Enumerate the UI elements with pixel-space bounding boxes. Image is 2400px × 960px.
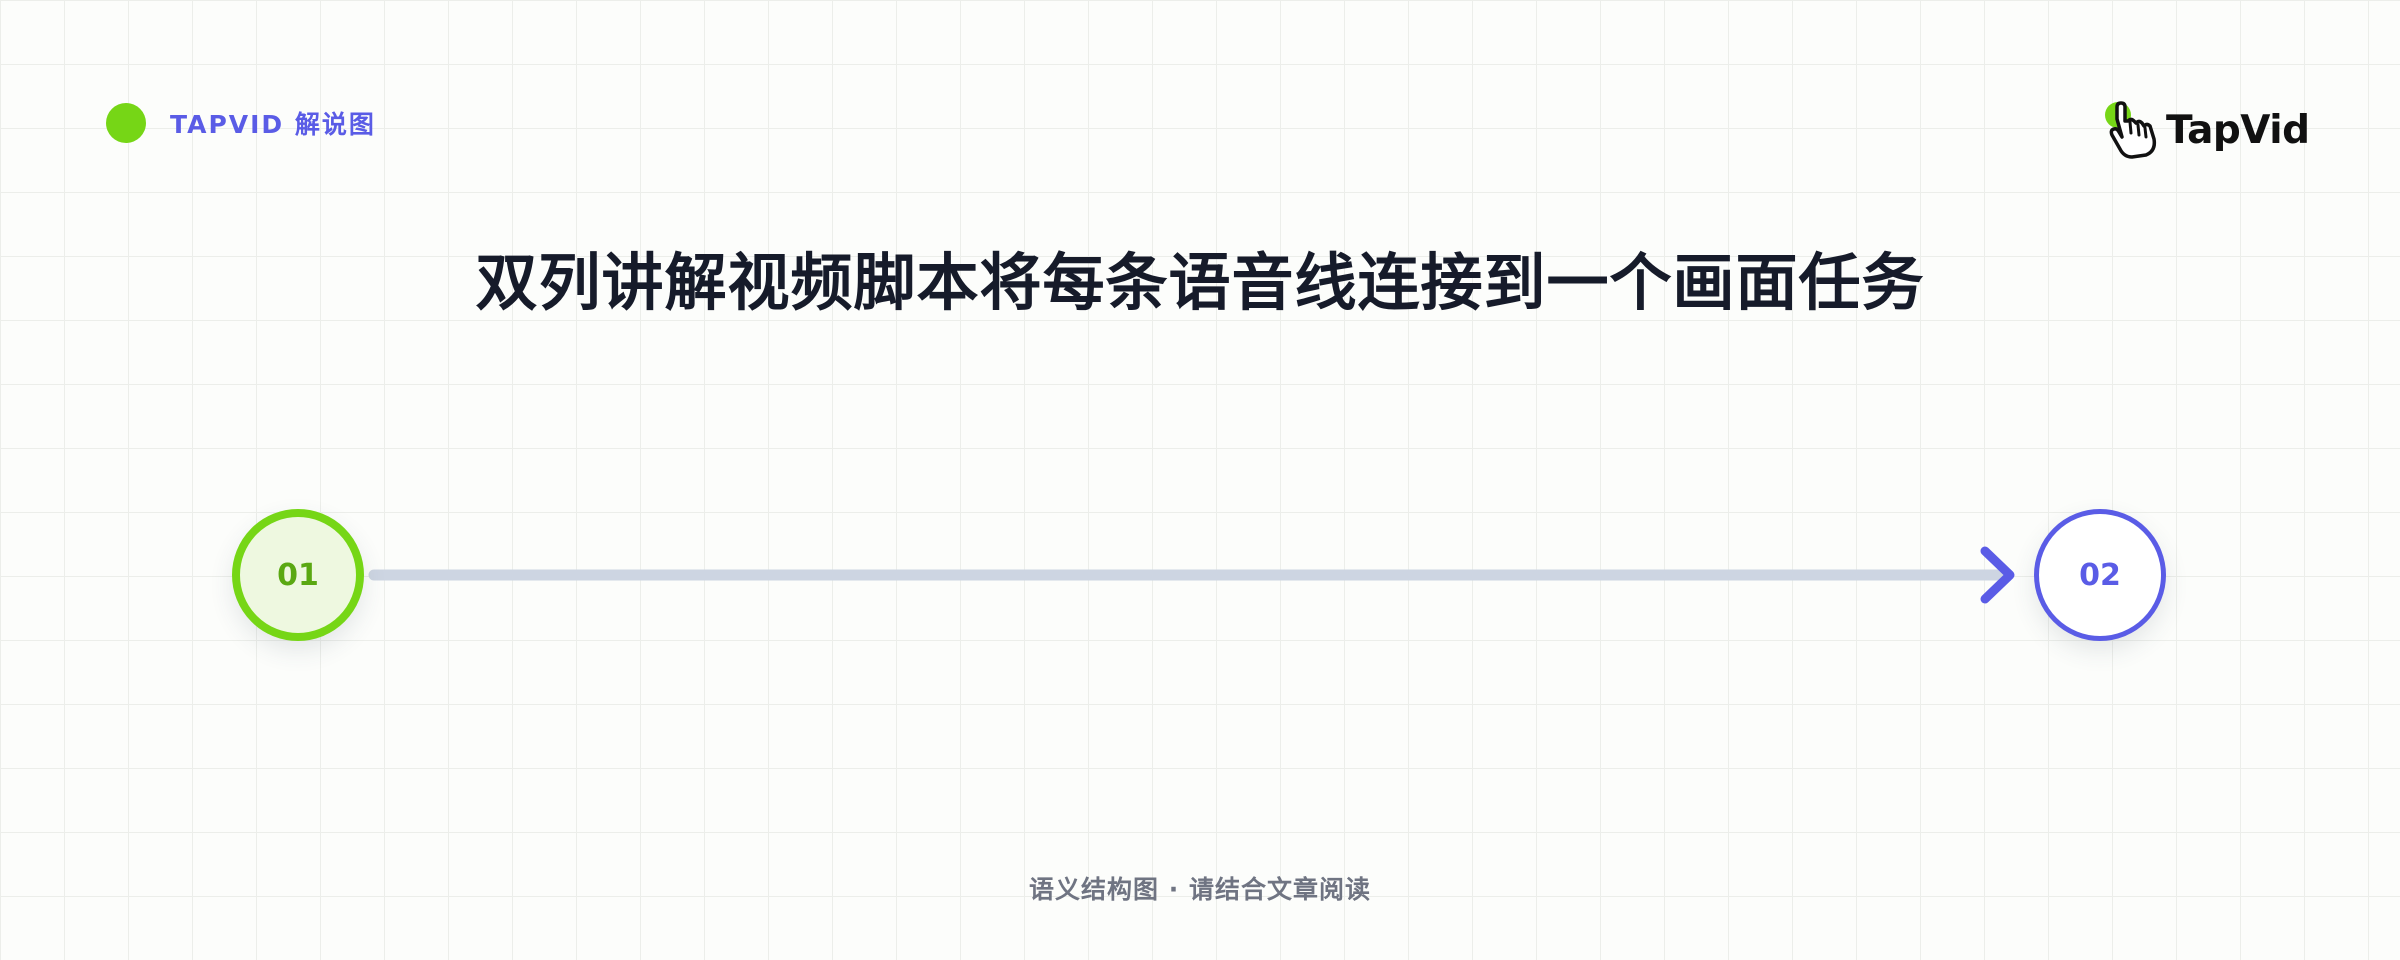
logo-wordmark: TapVid — [2166, 107, 2310, 153]
brand-tag: TAPVID 解说图 — [106, 103, 376, 143]
tapvid-logo: TapVid — [2104, 98, 2310, 162]
step-node-02: 02 — [2034, 509, 2166, 641]
footer-note: 语义结构图 · 请结合文章阅读 — [1029, 875, 1371, 904]
green-dot-icon — [106, 103, 146, 143]
pointing-hand-icon — [2105, 101, 2157, 159]
step-node-label: 02 — [2079, 557, 2121, 593]
step-node-01: 01 — [232, 509, 364, 641]
brand-tag-label: TAPVID 解说图 — [170, 110, 376, 139]
step-node-label: 01 — [277, 557, 319, 593]
page-title: 双列讲解视频脚本将每条语音线连接到一个画面任务 — [475, 246, 1925, 319]
arrowhead-icon — [1980, 546, 2015, 604]
